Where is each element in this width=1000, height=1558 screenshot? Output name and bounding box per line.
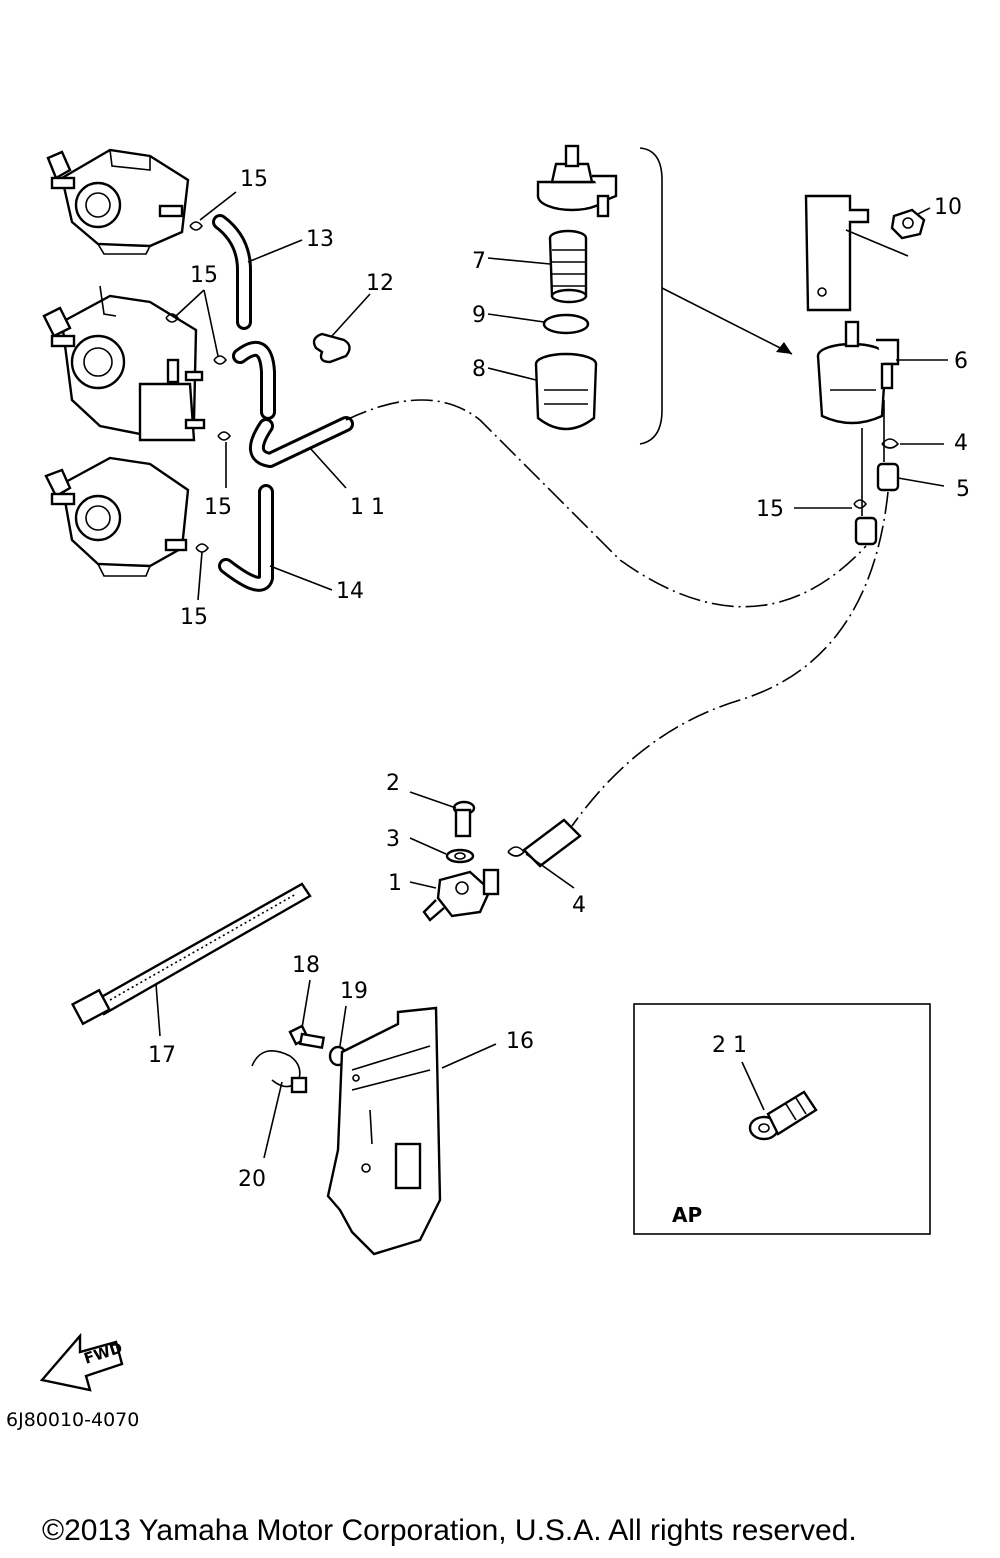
fitting-21 bbox=[748, 1090, 818, 1141]
filter-cap bbox=[536, 144, 618, 218]
fuel-hose-connector bbox=[232, 340, 276, 420]
o-ring-9 bbox=[542, 313, 590, 335]
fuel-hose-11 bbox=[249, 416, 354, 468]
fwd-arrow-icon: FWD bbox=[39, 1332, 125, 1392]
fuel-line-return bbox=[571, 491, 889, 827]
clamp-20 bbox=[251, 1050, 308, 1094]
carburetor-bottom bbox=[44, 456, 190, 577]
clip-4-lower bbox=[507, 846, 526, 857]
fuel-hose-13 bbox=[212, 214, 252, 330]
callout-8: 8 bbox=[472, 357, 486, 382]
bolt-2 bbox=[452, 800, 476, 838]
filter-cup-8 bbox=[534, 352, 598, 431]
callout-13: 13 bbox=[306, 227, 334, 252]
callout-15-top: 15 bbox=[240, 167, 268, 192]
fuel-hose-14 bbox=[218, 484, 274, 592]
callout-15-bottom: 15 bbox=[180, 605, 208, 630]
filter-bracket bbox=[804, 194, 909, 312]
callout-14: 14 bbox=[336, 579, 364, 604]
callout-2: 2 bbox=[386, 771, 400, 796]
joint-5 bbox=[876, 462, 900, 492]
hose-clamp-12 bbox=[312, 332, 351, 364]
callout-6: 6 bbox=[954, 349, 968, 374]
callout-15-lower: 15 bbox=[204, 495, 232, 520]
carburetor-middle bbox=[42, 285, 206, 442]
filter-element-7 bbox=[548, 229, 588, 304]
nut-10 bbox=[890, 208, 926, 240]
callout-11: 1 1 bbox=[350, 495, 385, 520]
callout-19: 19 bbox=[340, 979, 368, 1004]
callout-16: 16 bbox=[506, 1029, 534, 1054]
carburetor-top bbox=[46, 148, 190, 255]
diagram-code: 6J80010-4070 bbox=[6, 1409, 139, 1431]
washer-3 bbox=[445, 848, 475, 864]
mount-bracket-16 bbox=[326, 1006, 442, 1256]
fuel-filter-6 bbox=[816, 320, 900, 425]
ap-inset-label: AP bbox=[672, 1203, 702, 1227]
callout-3: 3 bbox=[386, 827, 400, 852]
cable-tie-17 bbox=[70, 882, 312, 1026]
callout-15-middle: 15 bbox=[190, 263, 218, 288]
fuel-line-to-filter bbox=[345, 399, 867, 608]
ap-inset-box bbox=[633, 1003, 931, 1235]
hose-clip-15 bbox=[165, 221, 868, 553]
callout-18: 18 bbox=[292, 953, 320, 978]
copyright-notice: ©2013 Yamaha Motor Corporation, U.S.A. A… bbox=[42, 1514, 857, 1547]
callout-15-right: 15 bbox=[756, 497, 784, 522]
leader-lines bbox=[155, 191, 948, 1159]
bolt-18 bbox=[288, 1024, 326, 1050]
callout-7: 7 bbox=[472, 249, 486, 274]
callout-10: 10 bbox=[934, 195, 962, 220]
callout-17: 17 bbox=[148, 1043, 176, 1068]
joint-lower bbox=[854, 516, 878, 546]
callout-4-upper: 4 bbox=[954, 431, 968, 456]
callout-1: 1 bbox=[388, 871, 402, 896]
callout-12: 12 bbox=[366, 271, 394, 296]
callouts: 15 13 15 12 15 1 1 14 15 7 9 8 10 6 4 5 … bbox=[148, 167, 970, 1192]
assembly-bracket bbox=[639, 147, 793, 445]
callout-20: 20 bbox=[238, 1167, 266, 1192]
clip-4-upper bbox=[881, 438, 900, 449]
callout-4-lower: 4 bbox=[572, 893, 586, 918]
callout-21: 2 1 bbox=[712, 1033, 747, 1058]
fuel-joint-1 bbox=[422, 868, 500, 922]
callout-9: 9 bbox=[472, 303, 486, 328]
callout-5: 5 bbox=[956, 477, 970, 502]
